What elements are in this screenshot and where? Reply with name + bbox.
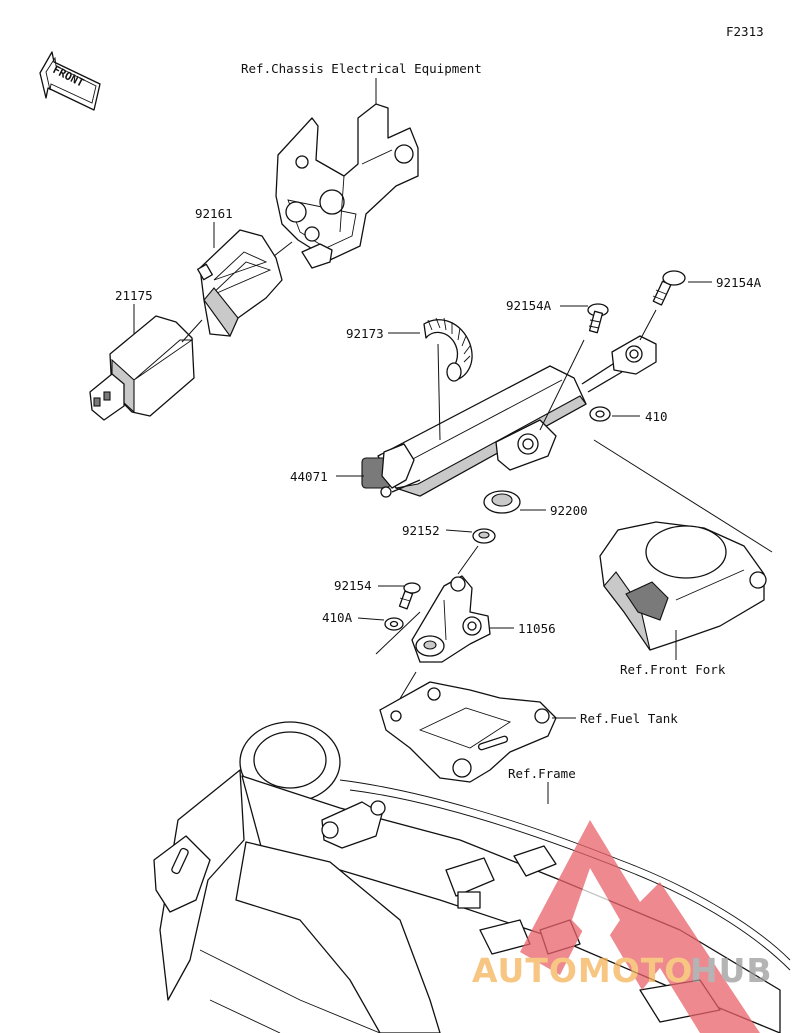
part-11056-label: 11056 bbox=[518, 621, 556, 636]
bolt-92154A-right-drawing bbox=[652, 270, 686, 306]
bolt-92154A-left-drawing bbox=[587, 303, 609, 334]
watermark-brand-left: AUTOMOTO bbox=[472, 951, 693, 990]
holder-92161-drawing bbox=[197, 229, 283, 338]
ref-front-fork-label: Ref.Front Fork bbox=[620, 662, 726, 677]
front-arrow-icon: FRONT bbox=[39, 51, 101, 111]
washer-410-drawing bbox=[589, 406, 611, 422]
part-92161-label: 92161 bbox=[195, 206, 233, 221]
washer-410A-drawing bbox=[384, 617, 404, 631]
part-21175-label: 21175 bbox=[115, 288, 153, 303]
part-410A-label: 410A bbox=[322, 610, 353, 625]
ref-chassis-electrical-label: Ref.Chassis Electrical Equipment bbox=[241, 61, 482, 76]
front-fork-bracket-drawing bbox=[599, 521, 767, 651]
bolt-92154-drawing bbox=[398, 582, 421, 610]
part-92154-label: 92154 bbox=[334, 578, 372, 593]
part-44071-label: 44071 bbox=[290, 469, 328, 484]
chassis-bracket-drawing bbox=[275, 103, 419, 269]
part-92173-label: 92173 bbox=[346, 326, 384, 341]
bracket-11056-drawing bbox=[411, 575, 491, 663]
part-410-label: 410 bbox=[645, 409, 668, 424]
ref-frame-label: Ref.Frame bbox=[508, 766, 576, 781]
figure-code: F2313 bbox=[726, 24, 764, 39]
fuel-tank-bracket-drawing bbox=[379, 681, 557, 783]
watermark-logo: AUTOMOTO HUB bbox=[472, 820, 773, 1033]
bushing-92200-drawing bbox=[483, 490, 521, 514]
clamp-92173-drawing bbox=[423, 317, 473, 382]
part-92154A-right-label: 92154A bbox=[716, 275, 762, 290]
damper-44071-drawing bbox=[361, 335, 657, 498]
collar-92152-drawing bbox=[472, 528, 496, 544]
watermark-brand-right: HUB bbox=[690, 951, 773, 990]
part-92200-label: 92200 bbox=[550, 503, 588, 518]
ecu-21175-drawing bbox=[89, 315, 195, 421]
part-92152-label: 92152 bbox=[402, 523, 440, 538]
part-92154A-left-label: 92154A bbox=[506, 298, 552, 313]
ref-fuel-tank-label: Ref.Fuel Tank bbox=[580, 711, 678, 726]
